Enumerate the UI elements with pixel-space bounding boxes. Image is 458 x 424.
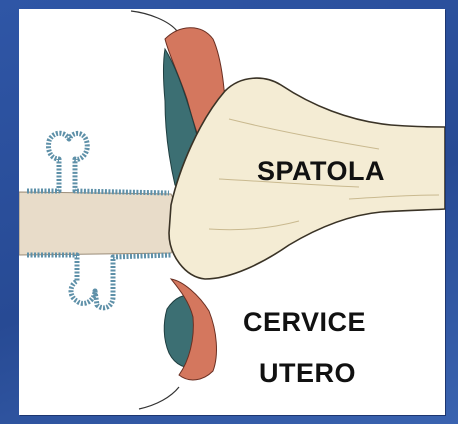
label-utero: UTERO bbox=[259, 358, 356, 389]
diagram-panel: SPATOLA CERVICE UTERO bbox=[19, 9, 445, 415]
label-spatola: SPATOLA bbox=[257, 156, 385, 187]
cervix-outline-bottom bbox=[139, 387, 179, 409]
cervix-spatula-illustration bbox=[19, 9, 445, 415]
label-cervice: CERVICE bbox=[243, 307, 366, 338]
cervix-outline-top bbox=[131, 11, 177, 31]
cervical-canal bbox=[19, 192, 177, 255]
gland-lower bbox=[27, 255, 171, 308]
gland-upper bbox=[27, 133, 169, 193]
